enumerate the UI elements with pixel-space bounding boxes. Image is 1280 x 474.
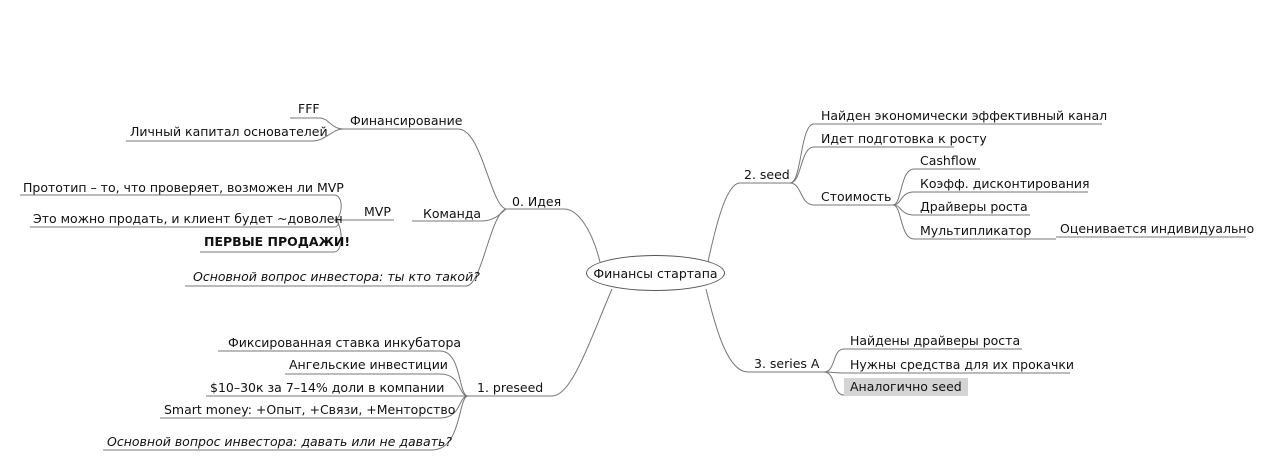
- topic-same-as-seed[interactable]: Аналогично seed: [844, 378, 968, 396]
- topic-idea[interactable]: 0. Идея: [512, 194, 562, 209]
- topic-fff[interactable]: FFF: [298, 101, 320, 116]
- topic-founders-capital[interactable]: Личный капитал основателей: [130, 124, 328, 139]
- topic-preseed[interactable]: 1. preseed: [477, 380, 544, 395]
- topic-can-sell[interactable]: Это можно продать, и клиент будет ~довол…: [33, 211, 343, 226]
- topic-incubator-rate[interactable]: Фиксированная ставка инкубатора: [228, 335, 462, 350]
- topic-preseed-investor-question[interactable]: Основной вопрос инвестора: давать или не…: [107, 434, 452, 449]
- topic-idea-investor-question[interactable]: Основной вопрос инвестора: ты кто такой?: [193, 269, 480, 284]
- topic-growth-drivers[interactable]: Драйверы роста: [920, 199, 1028, 214]
- topic-seed[interactable]: 2. seed: [744, 167, 790, 182]
- topic-angel-investments[interactable]: Ангельские инвестиции: [289, 357, 448, 372]
- central-topic[interactable]: Финансы стартапа: [586, 255, 725, 291]
- topic-financing[interactable]: Финансирование: [350, 113, 463, 128]
- topic-first-sales[interactable]: ПЕРВЫЕ ПРОДАЖИ!: [204, 234, 351, 249]
- topic-smart-money[interactable]: Smart money: +Опыт, +Связи, +Менторство: [164, 402, 456, 417]
- topic-efficient-channel[interactable]: Найден экономически эффективный канал: [821, 108, 1108, 123]
- topic-prototype[interactable]: Прототип – то, что проверяет, возможен л…: [23, 180, 344, 195]
- topic-deal-terms[interactable]: $10–30к за 7–14% доли в компании: [210, 380, 445, 395]
- central-topic-label: Финансы стартапа: [593, 265, 718, 281]
- topic-team[interactable]: Команда: [423, 206, 482, 221]
- topic-multiplier-note[interactable]: Оценивается индивидуально: [1060, 221, 1255, 236]
- topic-funds-needed[interactable]: Нужны средства для их прокачки: [850, 357, 1075, 372]
- topic-value[interactable]: Стоимость: [821, 189, 892, 204]
- topic-drivers-found[interactable]: Найдены драйверы роста: [850, 333, 1021, 348]
- topic-discount-rate[interactable]: Коэфф. дисконтирования: [920, 176, 1090, 191]
- topic-mvp[interactable]: MVP: [364, 204, 391, 219]
- topic-series-a[interactable]: 3. series A: [754, 356, 820, 371]
- topic-growth-prep[interactable]: Идет подготовка к росту: [821, 131, 987, 146]
- topic-cashflow[interactable]: Cashflow: [920, 153, 977, 168]
- topic-multiplier[interactable]: Мультипликатор: [920, 223, 1032, 238]
